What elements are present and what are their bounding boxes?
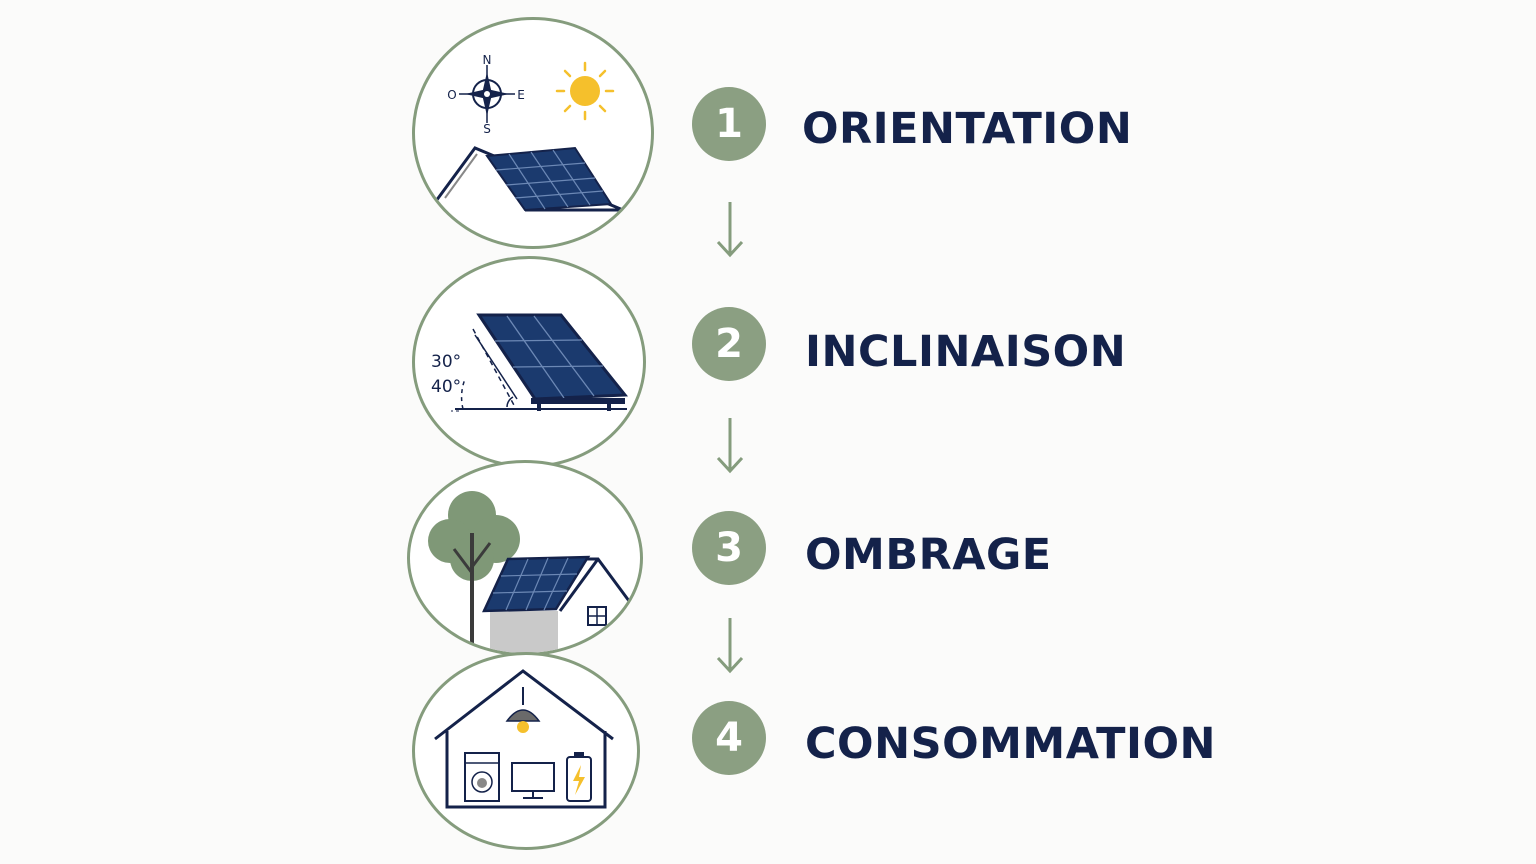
roof-icon [423,146,624,217]
sun-icon [555,61,615,121]
step-2-badge: 2 [692,307,766,381]
compass-e: E [517,88,525,102]
step-1-label: ORIENTATION [802,104,1133,154]
angle-label-2: 40° [431,377,461,397]
roof-compass-sun-icon: N S E O [423,53,624,217]
step-2-label: INCLINAISON [805,327,1127,377]
arrow-down-icon [716,418,744,474]
angle-label-1: 30° [431,352,461,372]
compass-icon [459,65,515,123]
step-1-badge: 1 [692,87,766,161]
consommation-illustration [412,652,640,850]
tree-house-icon [428,491,634,653]
tree-icon [428,491,520,653]
house-icon [482,555,634,653]
step-3-badge: 3 [692,511,766,585]
monitor-icon [511,762,555,799]
battery-icon [566,752,592,802]
arrow-down-icon [716,618,744,674]
orientation-illustration: N S E O [412,17,654,249]
tilted-panel-icon: 30° 40° [431,313,629,412]
compass-s: S [483,122,491,136]
house-appliances-icon [434,669,614,809]
compass-o: O [447,88,456,102]
step-4-badge: 4 [692,701,766,775]
washing-machine-icon [464,752,500,802]
step-3-label: OMBRAGE [805,530,1052,580]
step-4-label: CONSOMMATION [805,719,1217,769]
inclinaison-illustration: 30° 40° [412,256,646,468]
arrow-down-icon [716,202,744,258]
compass-n: N [483,53,492,67]
lamp-icon [505,687,541,733]
ombrage-illustration [407,460,643,656]
